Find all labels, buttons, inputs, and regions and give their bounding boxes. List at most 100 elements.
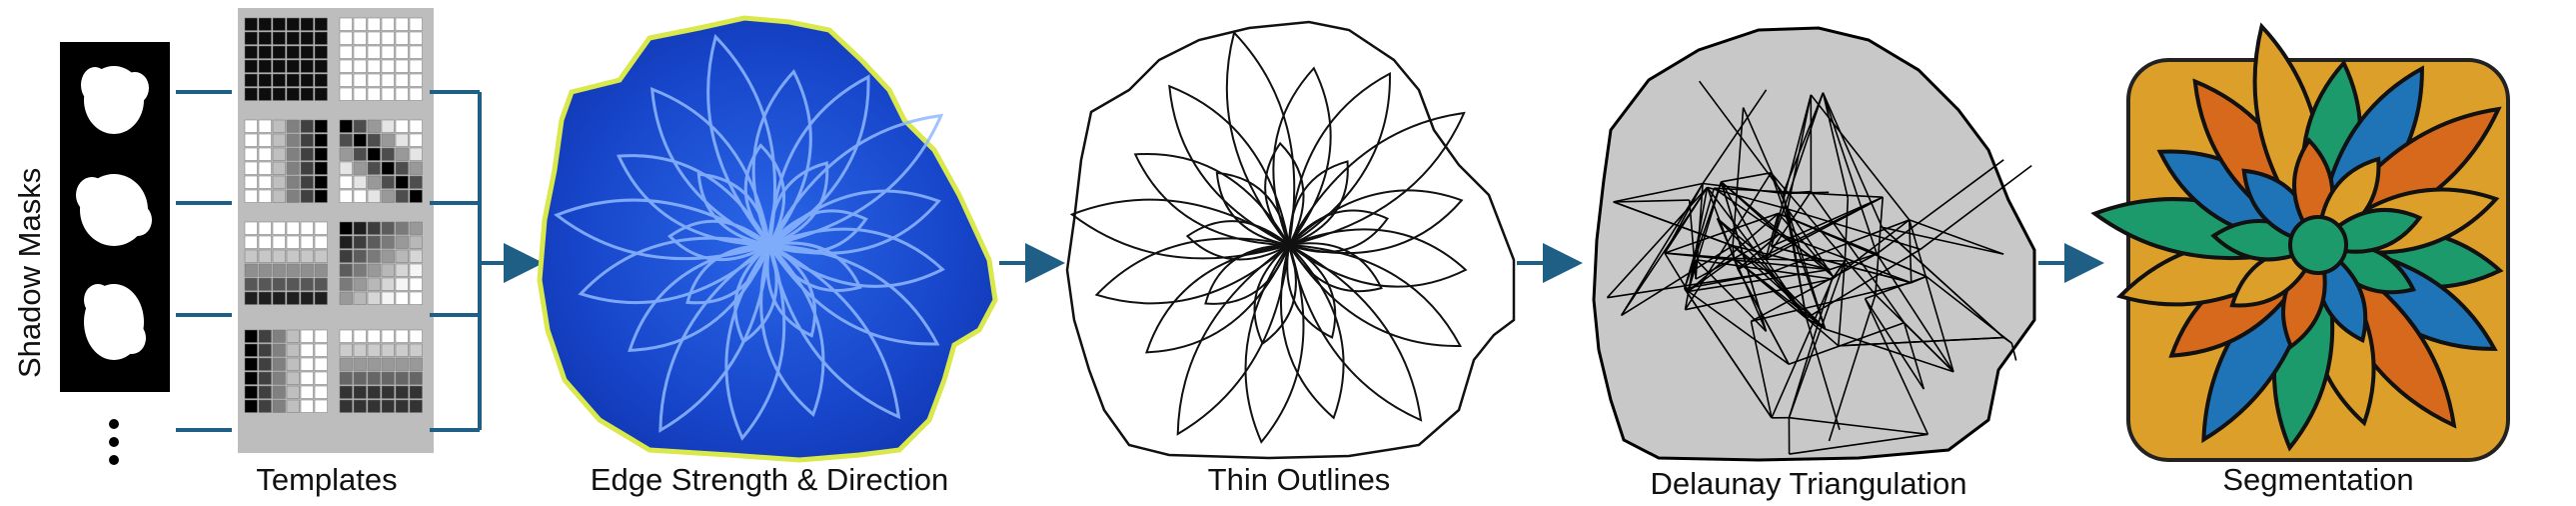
template-cell <box>300 161 314 175</box>
template-cell <box>272 221 286 235</box>
template-cell <box>395 371 409 385</box>
template-cell <box>381 371 395 385</box>
template-cell <box>381 263 395 277</box>
template-cell <box>314 119 328 133</box>
template-cell <box>286 133 300 147</box>
template-cell <box>258 371 272 385</box>
template-cell <box>286 31 300 45</box>
triangle-edge <box>1875 197 1884 295</box>
edge-petal <box>649 87 771 248</box>
segmentation-label: Segmentation <box>2222 462 2414 497</box>
template-cell <box>353 73 367 87</box>
template-cell <box>314 291 328 305</box>
triangle-edge <box>1716 217 1827 330</box>
template-cell <box>272 73 286 87</box>
template-cell <box>244 73 258 87</box>
outline-petal <box>1287 111 1466 247</box>
template-cell <box>300 17 314 31</box>
edge-petal <box>685 243 772 305</box>
triangle-edge <box>1664 183 1704 254</box>
template-cell <box>353 147 367 161</box>
template-cell <box>409 73 423 87</box>
triangle-edge <box>1787 94 1813 210</box>
edge-petal-lines <box>554 33 945 441</box>
template-cell <box>272 291 286 305</box>
template-cell <box>367 263 381 277</box>
template-cell <box>272 343 286 357</box>
template-cell <box>353 221 367 235</box>
triangle-edge <box>1789 433 1929 455</box>
triangle-edge <box>1876 253 1954 373</box>
triangle-edge <box>1832 260 1846 280</box>
template-cell <box>258 119 272 133</box>
edge-petal <box>767 161 829 248</box>
template-cell <box>244 343 258 357</box>
template-cell <box>339 357 353 371</box>
mask-template-connectors <box>176 90 232 432</box>
template-cell <box>409 189 423 203</box>
template-cell <box>314 59 328 73</box>
template-cell <box>314 357 328 371</box>
template-cell <box>353 385 367 399</box>
triangle-edge <box>1920 164 2032 250</box>
segmentation-image <box>2090 22 2510 462</box>
edge-petal <box>696 172 771 247</box>
triangle-edge <box>1822 92 1850 199</box>
template-cell <box>409 399 423 413</box>
template-cell <box>353 17 367 31</box>
template-cell <box>244 147 258 161</box>
shadow-mask-3 <box>84 284 146 360</box>
template-cell <box>353 133 367 147</box>
triangle-edge <box>1698 80 1785 194</box>
template-cell <box>395 277 409 291</box>
template-cell <box>286 59 300 73</box>
template-cell <box>314 221 328 235</box>
template-cell <box>258 17 272 31</box>
template-cell <box>409 291 423 305</box>
template-cell <box>339 235 353 249</box>
template-cell <box>339 249 353 263</box>
triangle-edge <box>1838 260 1847 346</box>
outline-petal <box>1094 237 1292 305</box>
template-cell <box>300 189 314 203</box>
template-cell <box>286 45 300 59</box>
triangle-edge <box>1909 219 1913 283</box>
shadow-mask-2 <box>76 174 152 246</box>
template-cell <box>339 291 353 305</box>
template-cell <box>381 189 395 203</box>
template-cell <box>409 17 423 31</box>
edge-petal <box>578 236 773 305</box>
triangle-edge <box>1737 268 1790 365</box>
template-cell <box>272 17 286 31</box>
triangle-edge <box>1904 322 1954 373</box>
templates-bracket <box>430 90 482 432</box>
template-cell <box>381 87 395 101</box>
template-cell <box>300 175 314 189</box>
template-cell <box>395 87 409 101</box>
template-cell <box>339 343 353 357</box>
edge-petal <box>766 241 862 292</box>
template-cell <box>395 329 409 343</box>
template-cell <box>244 371 258 385</box>
template-cell <box>272 263 286 277</box>
template-cell <box>286 189 300 203</box>
outline-petal <box>1168 84 1291 247</box>
template-cell <box>395 399 409 413</box>
template-cell <box>244 277 258 291</box>
template-cell <box>286 249 300 263</box>
template-cell <box>314 175 328 189</box>
template-cell <box>409 59 423 73</box>
template-cell <box>314 235 328 249</box>
template-cell <box>353 45 367 59</box>
outline-petal-lines <box>1069 30 1468 444</box>
template-cell <box>314 263 328 277</box>
template-cell <box>409 119 423 133</box>
template-cell <box>258 59 272 73</box>
edge-petal <box>724 241 786 441</box>
template-cell <box>286 399 300 413</box>
template-cell <box>367 221 381 235</box>
template-cell <box>367 31 381 45</box>
template-cell <box>353 277 367 291</box>
template-cell <box>300 263 314 277</box>
